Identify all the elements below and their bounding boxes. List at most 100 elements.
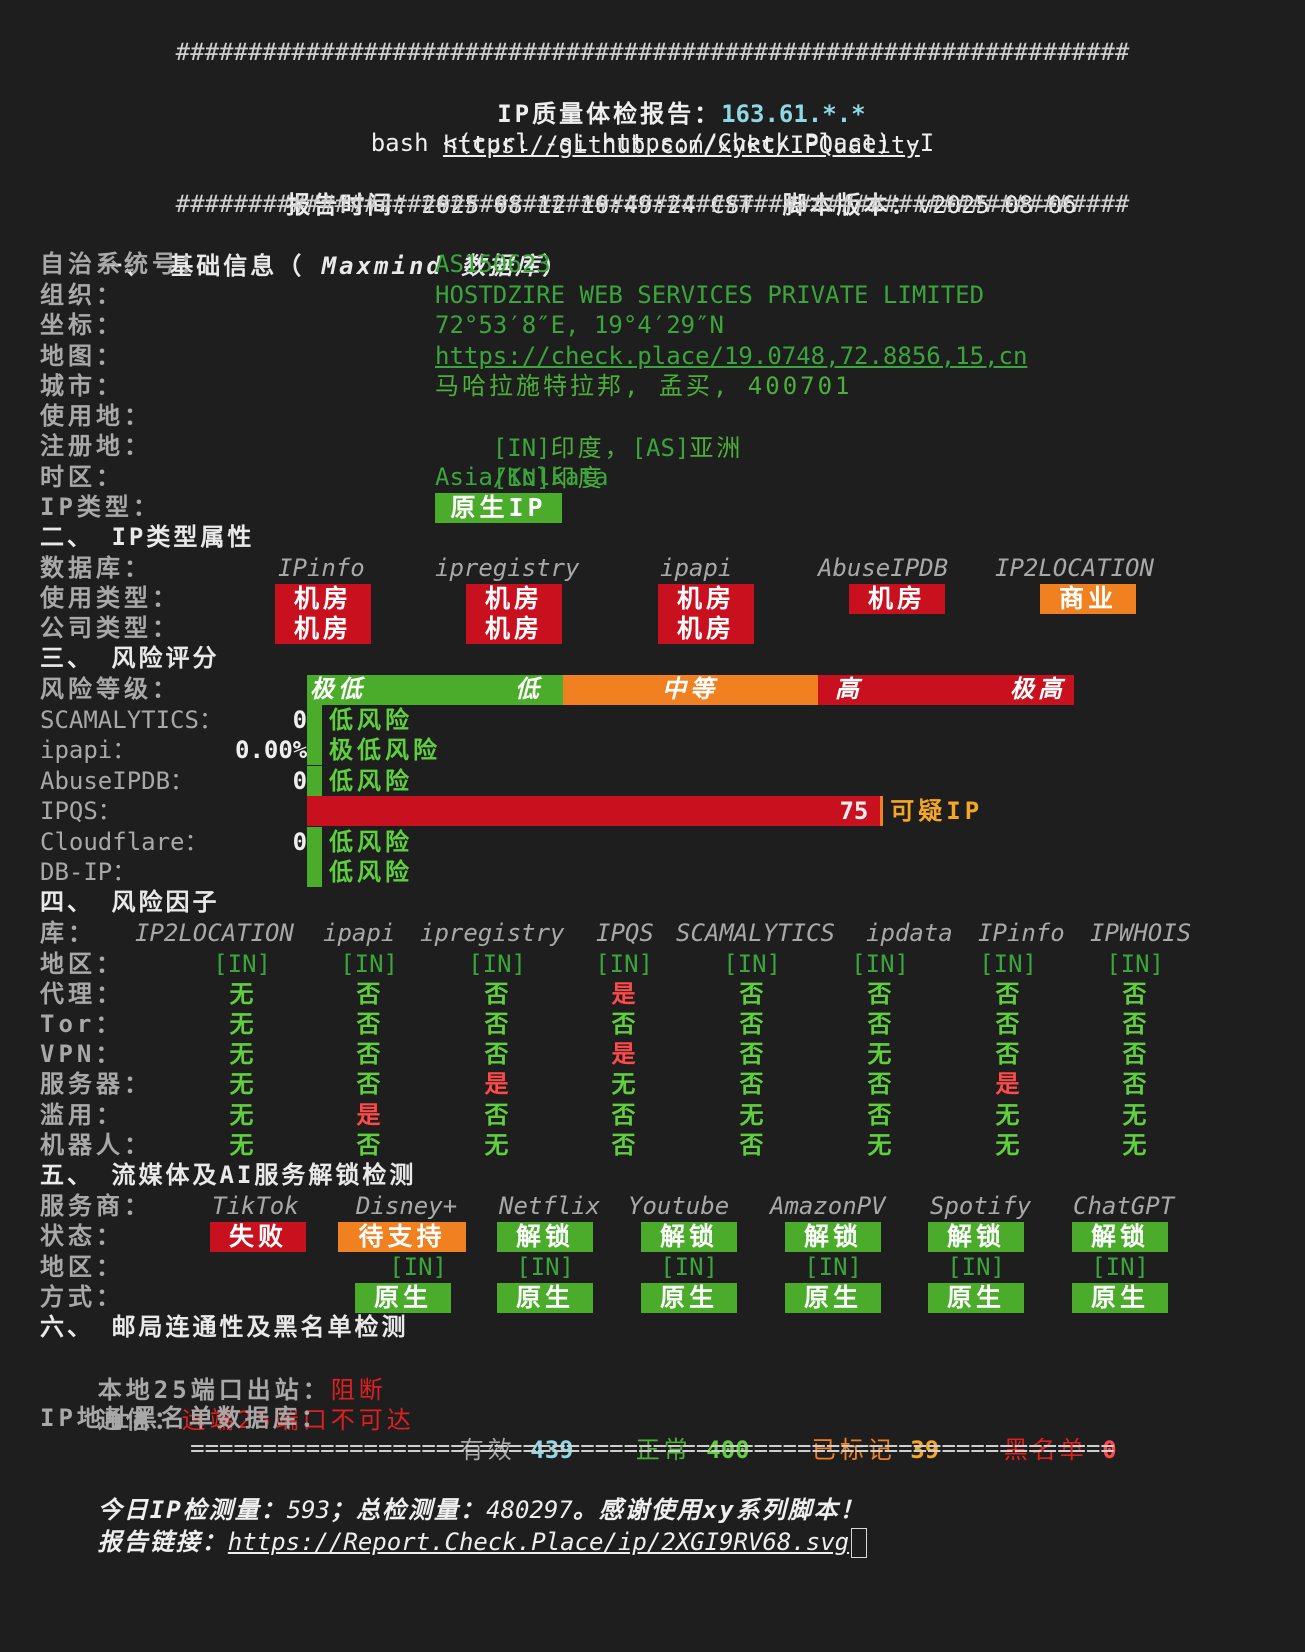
time-value: 2025-08-12 10:49:24 CST xyxy=(421,191,754,219)
blacklist-normal: 正常 400 xyxy=(635,1436,750,1464)
risk-verdict-5: 低风险 xyxy=(329,858,413,886)
risk-scale-red xyxy=(818,675,1074,705)
section-risk-title: 三、 风险评分 xyxy=(40,644,220,672)
factor-cell-0-5: [IN] xyxy=(851,950,909,978)
service-status-2: 解锁 xyxy=(497,1222,593,1252)
service-name-6: ChatGPT xyxy=(1073,1192,1175,1220)
basic-label-3: 地图： xyxy=(40,342,124,370)
service-region-2: [IN] xyxy=(516,1253,574,1281)
lib-name-5: ipdata xyxy=(866,919,953,947)
risk-score-3: 75 xyxy=(839,797,869,825)
company-type-badge-0: 机房 xyxy=(275,614,371,644)
risk-bar-3 xyxy=(307,796,883,826)
factor-cell-0-2: [IN] xyxy=(468,950,526,978)
factor-cell-4-0: 无 xyxy=(229,1070,254,1098)
factor-cell-1-5: 否 xyxy=(867,980,892,1008)
factor-cell-3-2: 否 xyxy=(484,1040,509,1068)
command-line: bash <(curl -sL https://Check.Place) -I xyxy=(370,129,935,157)
report-link[interactable]: https://Report.Check.Place/ip/2XGI9RV68.… xyxy=(227,1528,850,1556)
factor-cell-1-7: 否 xyxy=(1122,980,1147,1008)
factor-cell-5-3: 否 xyxy=(611,1101,636,1129)
service-name-2: Netflix xyxy=(499,1192,601,1220)
factor-cell-4-2: 是 xyxy=(484,1070,509,1098)
usage-label: 使用地： xyxy=(40,402,152,430)
blacklist-marked: 已标记 39 xyxy=(811,1436,940,1464)
factor-cell-1-0: 无 xyxy=(229,980,254,1008)
provider-label: 服务商： xyxy=(40,1192,152,1220)
repo-link-line: https://github.com/xykt/IPQuality xyxy=(0,97,1305,159)
total-count: 480297 xyxy=(486,1496,573,1524)
service-name-3: Youtube xyxy=(628,1192,730,1220)
factor-cell-0-1: [IN] xyxy=(340,950,398,978)
factor-cell-1-1: 否 xyxy=(356,980,381,1008)
risk-level-label: 风险等级： xyxy=(40,675,180,703)
blacklist-label: IP地址黑名单数据库： xyxy=(40,1404,329,1432)
factor-cell-2-7: 否 xyxy=(1122,1010,1147,1038)
risk-bar-1 xyxy=(307,735,321,765)
factor-cell-4-1: 否 xyxy=(356,1070,381,1098)
basic-label-2: 坐标： xyxy=(40,311,124,339)
factor-label-5: 滥用： xyxy=(40,1101,124,1129)
lib-name-6: IPinfo xyxy=(978,919,1065,947)
risk-score-2: 0 xyxy=(292,767,308,795)
time-label: 报告时间： xyxy=(286,191,422,219)
tz-value: Asia/Kolkata xyxy=(435,463,609,491)
factor-cell-4-7: 否 xyxy=(1122,1070,1147,1098)
factor-cell-0-6: [IN] xyxy=(979,950,1037,978)
repo-link[interactable]: https://github.com/xykt/IPQuality xyxy=(442,131,920,159)
db-name-0: IPinfo xyxy=(278,554,365,582)
eq-divider: ========================================… xyxy=(190,1434,1115,1462)
usage-type-badge-2: 机房 xyxy=(658,584,754,614)
risk-source-label-0: SCAMALYTICS： xyxy=(40,706,223,734)
service-status-0: 失败 xyxy=(210,1222,306,1252)
factor-cell-3-3: 是 xyxy=(611,1040,636,1068)
lib-label: 库： xyxy=(40,919,96,947)
service-status-1: 待支持 xyxy=(338,1222,466,1252)
factor-cell-0-7: [IN] xyxy=(1106,950,1164,978)
factor-cell-6-4: 否 xyxy=(739,1131,764,1159)
factor-cell-2-3: 否 xyxy=(611,1010,636,1038)
local25-value: 阻断 xyxy=(330,1376,387,1404)
map-link[interactable]: https://check.place/19.0748,72.8856,15,c… xyxy=(435,342,1028,370)
risk-marker-0 xyxy=(319,705,322,735)
factor-cell-2-5: 否 xyxy=(867,1010,892,1038)
factor-cell-3-4: 否 xyxy=(739,1040,764,1068)
factor-cell-5-4: 无 xyxy=(739,1101,764,1129)
basic-value-4: 马哈拉施特拉邦, 孟买, 400701 xyxy=(435,372,853,400)
hash-divider-top: ########################################… xyxy=(175,38,1130,66)
lib-name-1: ipapi xyxy=(323,919,396,947)
service-status-4: 解锁 xyxy=(785,1222,881,1252)
risk-marker-3 xyxy=(880,796,884,826)
factor-cell-5-1: 是 xyxy=(356,1101,381,1129)
version-value: v2025-08-06 xyxy=(917,191,1077,219)
risk-bar-4 xyxy=(307,827,321,857)
factor-cell-3-7: 否 xyxy=(1122,1040,1147,1068)
factor-label-6: 机器人： xyxy=(40,1131,152,1159)
risk-score-1: 0.00% xyxy=(235,736,308,764)
service-status-3: 解锁 xyxy=(641,1222,737,1252)
db-label: 数据库： xyxy=(40,554,152,582)
factor-cell-1-3: 是 xyxy=(611,980,636,1008)
blacklist-black: 黑名单 0 xyxy=(1003,1436,1117,1464)
factor-label-0: 地区： xyxy=(40,950,124,978)
factor-cell-0-0: [IN] xyxy=(213,950,271,978)
mode-label: 方式： xyxy=(40,1283,124,1311)
factor-cell-4-3: 无 xyxy=(611,1070,636,1098)
risk-score-4: 0 xyxy=(292,828,308,856)
service-region-4: [IN] xyxy=(804,1253,862,1281)
service-name-5: Spotify xyxy=(930,1192,1032,1220)
service-status-5: 解锁 xyxy=(928,1222,1024,1252)
factor-cell-6-2: 无 xyxy=(484,1131,509,1159)
usage-type-label: 使用类型： xyxy=(40,584,180,612)
risk-verdict-2: 低风险 xyxy=(329,767,413,795)
risk-source-label-4: Cloudflare： xyxy=(40,828,209,856)
factor-cell-6-7: 无 xyxy=(1122,1131,1147,1159)
factor-cell-4-5: 否 xyxy=(867,1070,892,1098)
basic-label-0: 自治系统号： xyxy=(40,250,208,278)
factor-cell-3-1: 否 xyxy=(356,1040,381,1068)
factor-cell-5-2: 否 xyxy=(484,1101,509,1129)
service-mode-6: 原生 xyxy=(1072,1283,1168,1313)
factor-cell-6-6: 无 xyxy=(995,1131,1020,1159)
lib-name-0: IP2LOCATION xyxy=(135,919,294,947)
basic-label-4: 城市： xyxy=(40,372,124,400)
